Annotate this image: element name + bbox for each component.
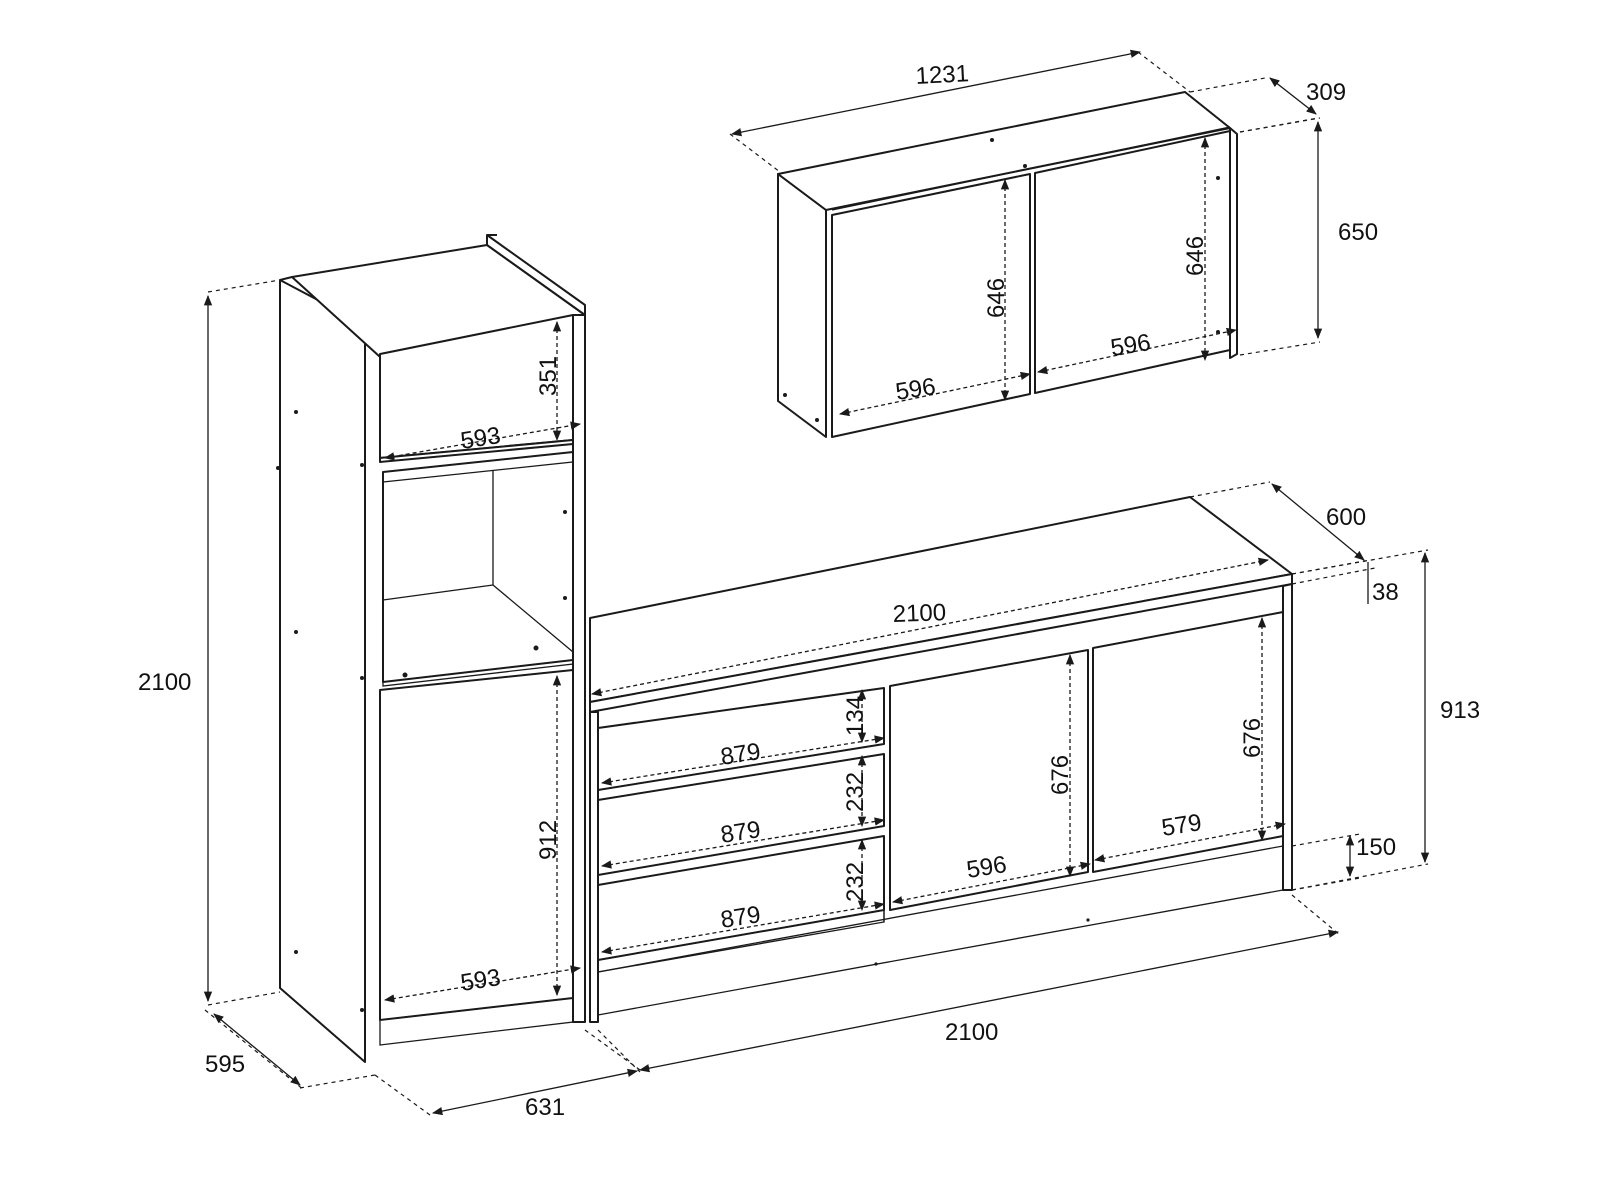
label-drawer3-height: 232 [842,862,869,902]
wall-cabinet [777,91,1238,438]
tall-cabinet-right-edge [572,314,586,1023]
label-base-height: 913 [1440,697,1480,724]
label-wall-depth: 309 [1306,79,1346,106]
label-base-right-door-height: 676 [1239,718,1266,758]
label-drawer1-width: 879 [719,738,763,771]
dimension-labels: 2100 595 631 351 593 912 593 1231 309 65… [138,60,1480,1121]
label-drawer2-height: 232 [842,772,869,812]
label-wall-left-door-width: 596 [894,373,938,406]
label-base-right-door-width: 579 [1160,809,1204,842]
base-cabinet [589,496,1293,1023]
label-base-depth: 600 [1326,504,1366,531]
label-wall-right-door-width: 596 [1109,329,1153,362]
tall-cabinet [276,234,586,1063]
wall-cabinet-side-panel [777,173,827,438]
dimension-lines [203,49,1430,1116]
label-base-middle-door-height: 676 [1047,755,1074,795]
tall-cabinet-oven-niche [382,451,574,683]
label-base-middle-door-width: 596 [965,851,1009,884]
label-tall-top-opening-width: 593 [459,422,503,455]
label-base-top-thickness: 38 [1372,579,1399,606]
tall-cabinet-side-panel [279,279,366,1063]
label-base-plinth-height: 150 [1356,834,1396,861]
label-tall-bottom-door-width: 593 [459,964,503,997]
label-wall-left-door-height: 646 [983,278,1010,318]
label-wall-right-door-height: 646 [1182,236,1209,276]
label-wall-width: 1231 [915,60,970,90]
label-drawer3-width: 879 [719,901,763,934]
label-drawer1-height: 134 [842,696,869,736]
label-tall-top-opening-height: 351 [535,356,562,396]
label-drawer2-width: 879 [719,816,763,849]
label-base-bottom-width: 2100 [945,1019,998,1046]
label-tall-depth: 595 [205,1051,245,1078]
label-tall-height: 2100 [138,669,191,696]
label-tall-bottom-door-height: 912 [535,820,562,860]
label-base-top-width: 2100 [892,599,946,628]
label-tall-width: 631 [525,1094,565,1121]
wall-cabinet-right-edge [1229,127,1238,359]
label-wall-height: 650 [1338,219,1378,246]
